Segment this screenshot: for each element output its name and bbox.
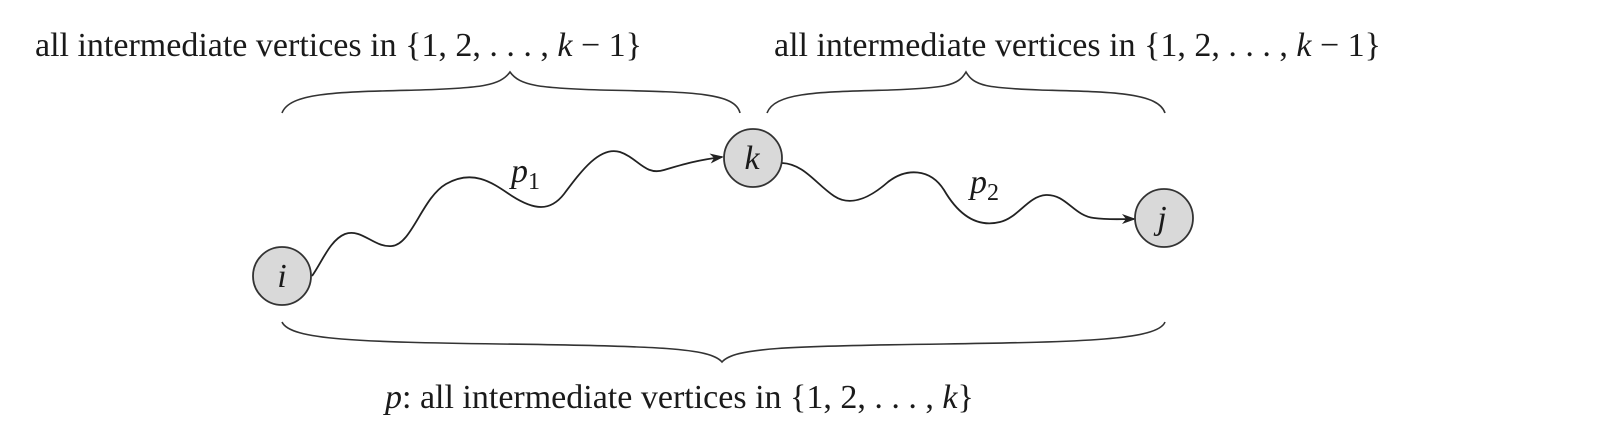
top-right-label-k: k xyxy=(1296,27,1312,64)
top-left-label-prefix: all intermediate vertices in xyxy=(35,27,405,64)
node-j-circle xyxy=(1134,188,1194,248)
node-j: j xyxy=(1134,188,1194,248)
bottom-label-p: p xyxy=(383,379,402,416)
p1-letter: p xyxy=(509,153,528,190)
node-k-circle xyxy=(723,128,783,188)
p2-subscript: 2 xyxy=(987,180,999,206)
node-k: k xyxy=(723,128,783,188)
node-i-label: i xyxy=(277,258,286,295)
top-left-brace xyxy=(281,70,741,114)
bottom-label: p: all intermediate vertices in {1, 2, .… xyxy=(383,379,974,416)
p1-subscript: 1 xyxy=(528,169,540,195)
top-right-label-prefix: all intermediate vertices in xyxy=(774,27,1144,64)
node-j-label: j xyxy=(1153,200,1166,237)
path-p2 xyxy=(781,162,1136,225)
top-left-label-set: {1, 2, . . . , xyxy=(405,27,557,64)
p2-letter: p xyxy=(968,164,987,201)
node-i: i xyxy=(252,246,312,306)
node-k-label: k xyxy=(744,140,760,177)
node-i-circle xyxy=(252,246,312,306)
top-left-label-suffix: − 1} xyxy=(573,27,643,64)
top-right-brace xyxy=(766,70,1166,114)
top-left-label: all intermediate vertices in {1, 2, . . … xyxy=(35,27,642,64)
p1-label: p1 xyxy=(509,153,540,195)
top-right-label: all intermediate vertices in {1, 2, . . … xyxy=(774,27,1381,64)
top-left-label-k: k xyxy=(557,27,573,64)
bottom-label-text: : all intermediate vertices in {1, 2, . … xyxy=(402,379,942,416)
path-p1 xyxy=(311,150,724,277)
top-right-label-set: {1, 2, . . . , xyxy=(1144,27,1296,64)
p2-label: p2 xyxy=(968,164,999,206)
bottom-brace xyxy=(281,321,1166,364)
top-right-label-suffix: − 1} xyxy=(1312,27,1382,64)
bottom-label-k: k xyxy=(942,379,958,416)
bottom-label-suffix: } xyxy=(957,379,973,416)
